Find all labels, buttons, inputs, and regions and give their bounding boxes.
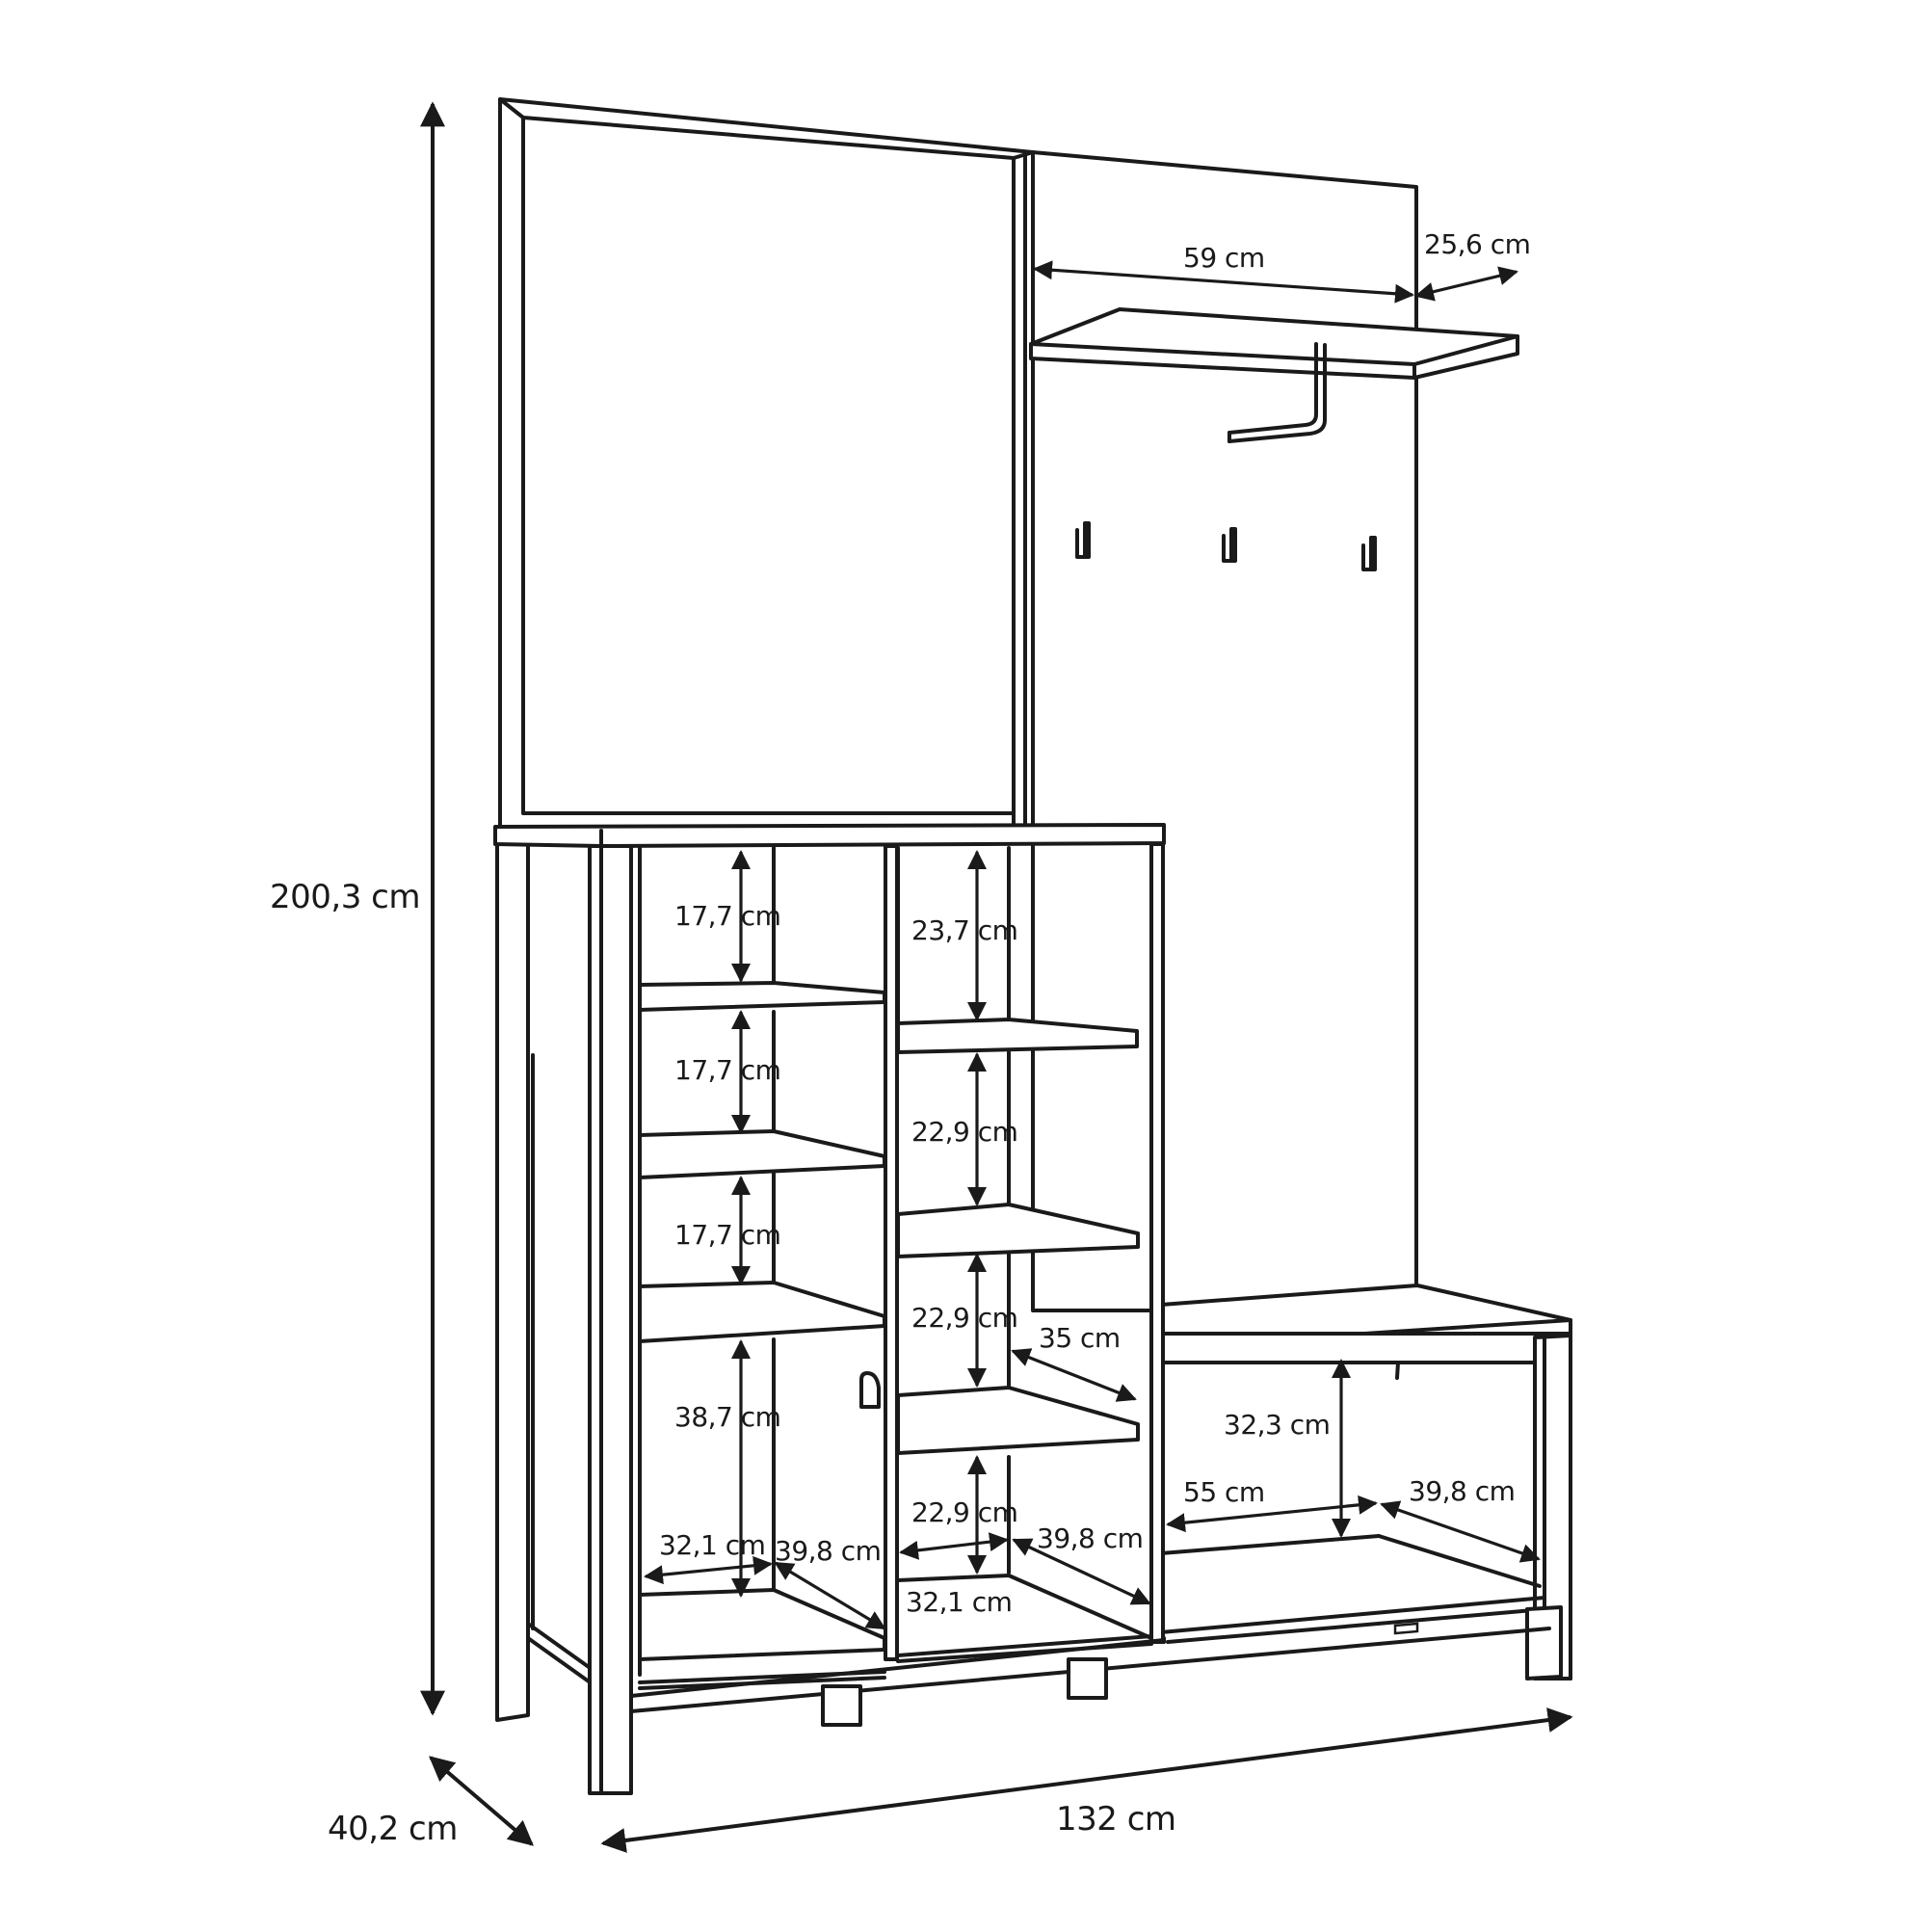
bench-width-label: 55 cm xyxy=(1183,1476,1265,1508)
bench-depth-label: 39,8 cm xyxy=(1409,1475,1515,1507)
mid-3-label: 22,9 cm xyxy=(911,1302,1017,1334)
width-label: 132 cm xyxy=(1056,1800,1176,1839)
mid-inner-width-label: 32,1 cm xyxy=(906,1586,1012,1618)
left-inner-depth-label: 39,8 cm xyxy=(775,1535,881,1567)
coat-hook-icon xyxy=(1222,527,1237,563)
left-upper-2-label: 17,7 cm xyxy=(674,1054,780,1086)
mid-shelf-depth-label: 35 cm xyxy=(1039,1322,1121,1354)
mid-2-label: 22,9 cm xyxy=(911,1116,1017,1148)
left-lower-label: 38,7 cm xyxy=(674,1401,780,1433)
height-label: 200,3 cm xyxy=(270,878,420,916)
left-inner-width-label: 32,1 cm xyxy=(659,1529,765,1561)
cabinet xyxy=(493,823,1551,1795)
left-upper-3-label: 17,7 cm xyxy=(674,1219,780,1251)
mid-4-label: 22,9 cm xyxy=(911,1496,1017,1528)
coat-hook-icon xyxy=(1361,536,1377,571)
hat-shelf xyxy=(1029,307,1519,443)
dimension-labels: 200,3 cm 40,2 cm 132 cm 59 cm 25,6 cm 17… xyxy=(270,228,1531,1848)
door-knob-icon xyxy=(859,1371,881,1409)
shelf-depth-label: 25,6 cm xyxy=(1424,228,1530,260)
depth-label: 40,2 cm xyxy=(328,1810,458,1848)
mid-inner-depth-label: 39,8 cm xyxy=(1037,1522,1143,1554)
dimension-lines xyxy=(420,101,1573,1853)
shelf-width-label: 59 cm xyxy=(1183,242,1265,274)
mirror xyxy=(498,97,1035,831)
bench-height-label: 32,3 cm xyxy=(1224,1409,1330,1441)
coat-hook-icon xyxy=(1075,521,1091,559)
left-upper-1-label: 17,7 cm xyxy=(674,900,780,932)
mid-1-label: 23,7 cm xyxy=(911,914,1017,946)
